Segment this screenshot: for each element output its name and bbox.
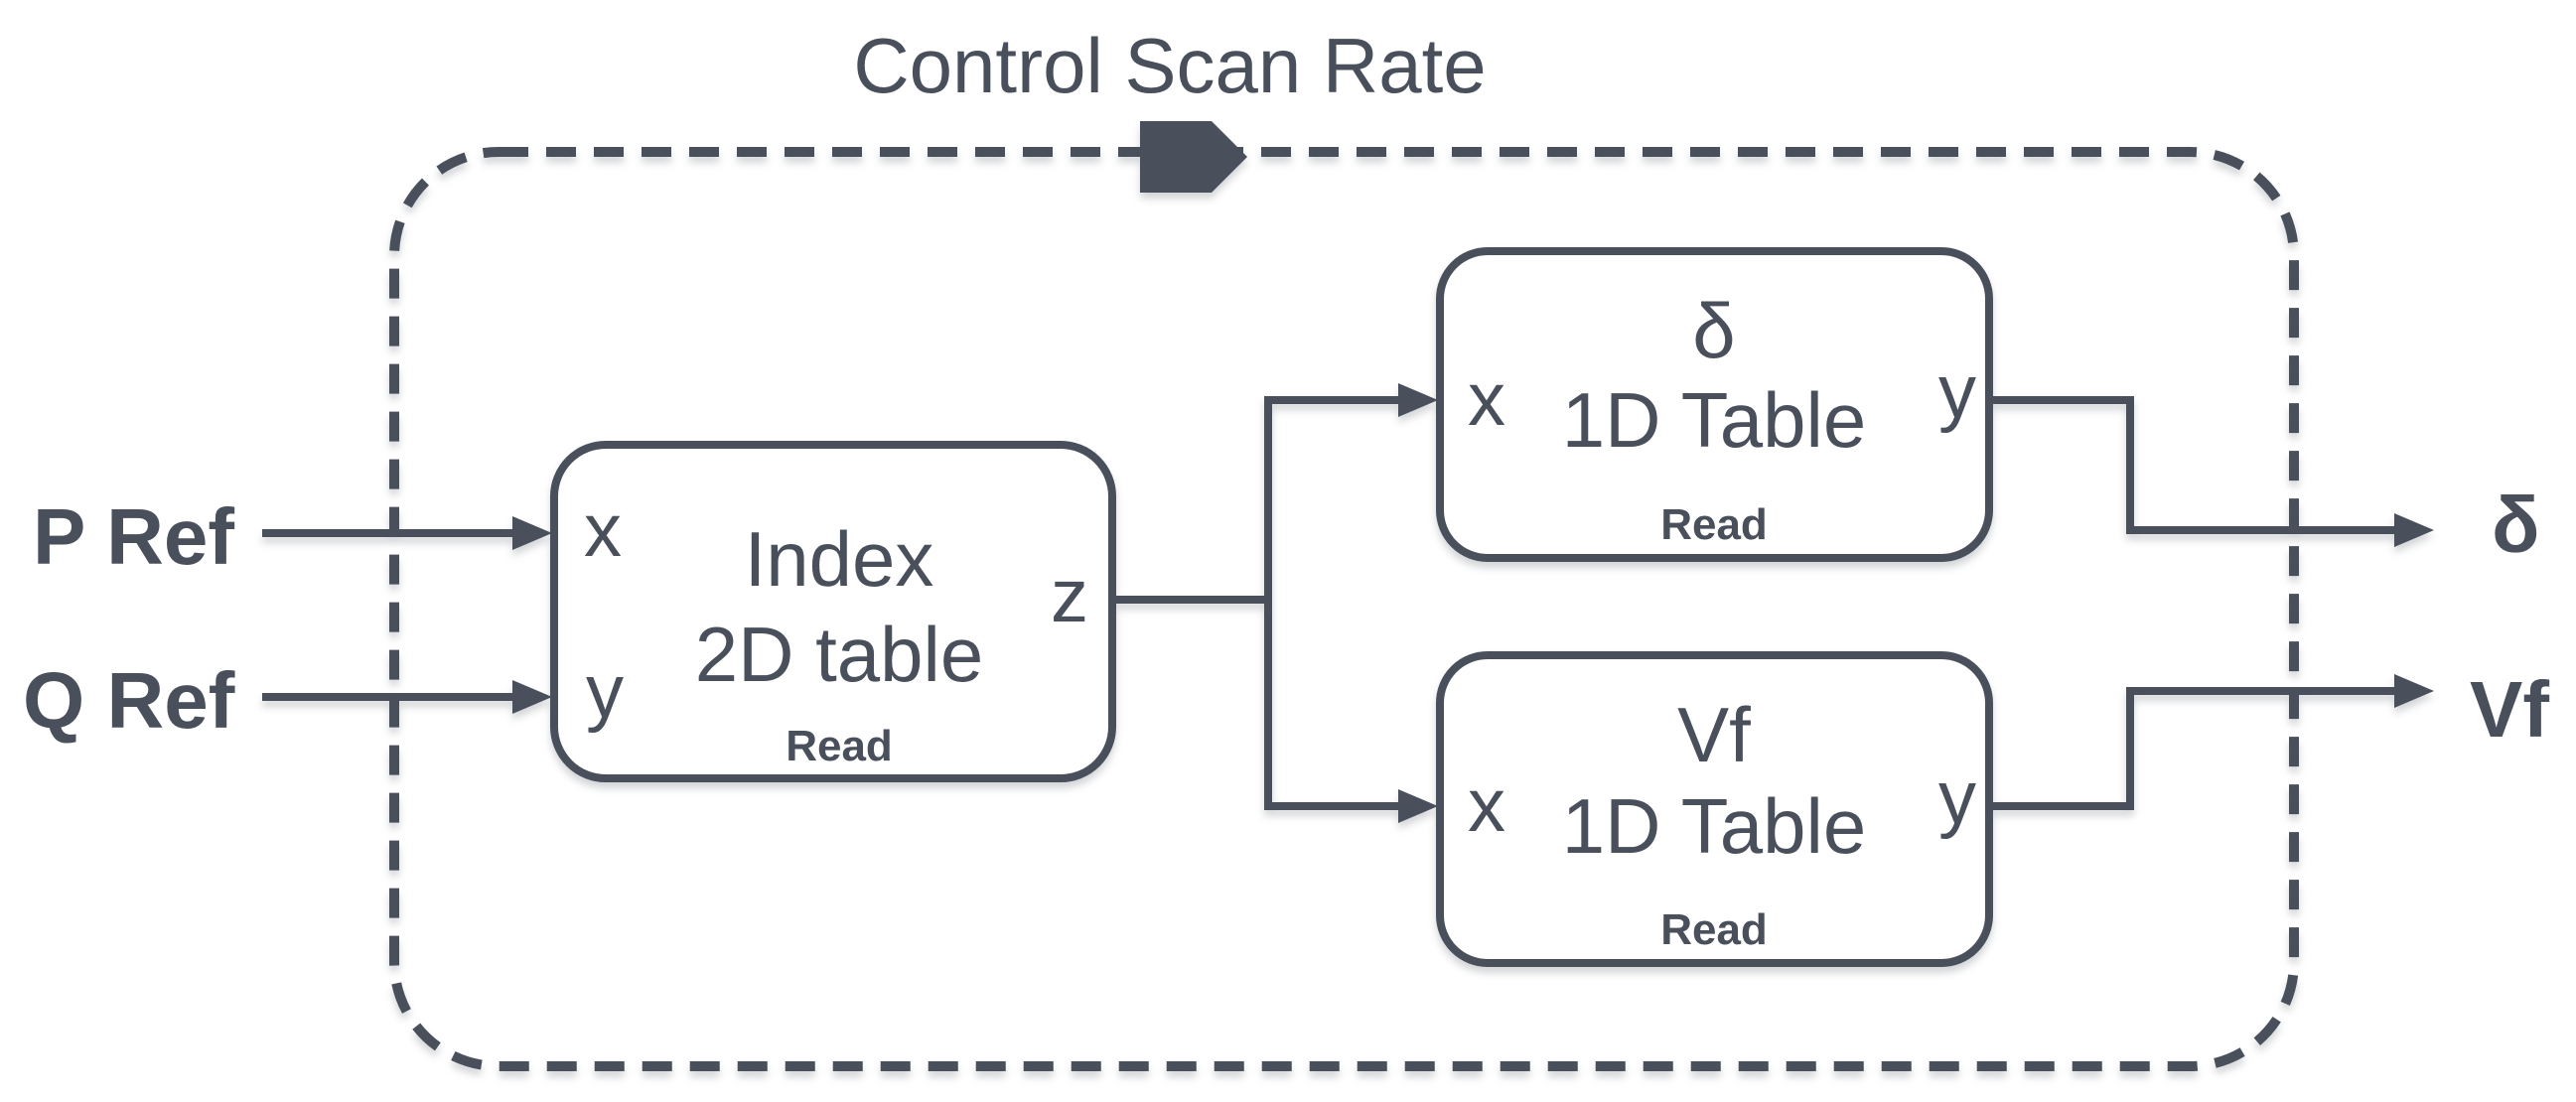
output-label-delta: δ xyxy=(2492,481,2540,569)
arrowhead-vf-table-in-icon xyxy=(1398,789,1438,823)
port-label-delta-x: x xyxy=(1468,357,1505,442)
arrowhead-q-ref-icon xyxy=(512,680,552,714)
diagram-title: Control Scan Rate xyxy=(853,22,1486,109)
wire-delta-output xyxy=(1985,396,2398,534)
wire-z-split xyxy=(1108,396,1400,810)
block-action-vf-read: Read xyxy=(1660,905,1768,954)
block-title-delta-line1: δ xyxy=(1692,287,1735,374)
block-title-vf-line2: 1D Table xyxy=(1562,782,1866,870)
port-label-vf-y: y xyxy=(1938,756,1976,840)
block-title-vf-line1: Vf xyxy=(1677,691,1751,778)
port-label-delta-y: y xyxy=(1938,349,1976,434)
port-label-index-y: y xyxy=(586,649,624,734)
port-label-index-z: z xyxy=(1051,554,1088,638)
block-vf-1d-table xyxy=(1436,651,1993,967)
block-title-index-line2: 2D table xyxy=(695,611,984,698)
block-title-delta-line2: 1D Table xyxy=(1562,376,1866,464)
output-label-vf: Vf xyxy=(2470,665,2549,754)
block-title-index-line1: Index xyxy=(745,515,934,603)
block-index-2d-table xyxy=(550,441,1116,782)
arrowhead-p-ref-icon xyxy=(512,516,552,550)
port-label-vf-x: x xyxy=(1468,763,1505,848)
block-action-delta-read: Read xyxy=(1660,500,1768,549)
arrowhead-delta-table-in-icon xyxy=(1398,383,1438,417)
input-label-p-ref: P Ref xyxy=(33,492,234,581)
block-action-index-read: Read xyxy=(786,722,893,770)
block-delta-1d-table xyxy=(1436,247,1993,562)
wire-vf-output xyxy=(1985,687,2398,810)
scan-rate-marker-icon xyxy=(1140,121,1247,193)
arrowhead-vf-output-icon xyxy=(2394,674,2434,708)
input-label-q-ref: Q Ref xyxy=(23,656,235,745)
scan-rate-boundary xyxy=(389,147,2299,1071)
port-label-index-x: x xyxy=(584,488,622,573)
arrowhead-delta-output-icon xyxy=(2394,513,2434,547)
